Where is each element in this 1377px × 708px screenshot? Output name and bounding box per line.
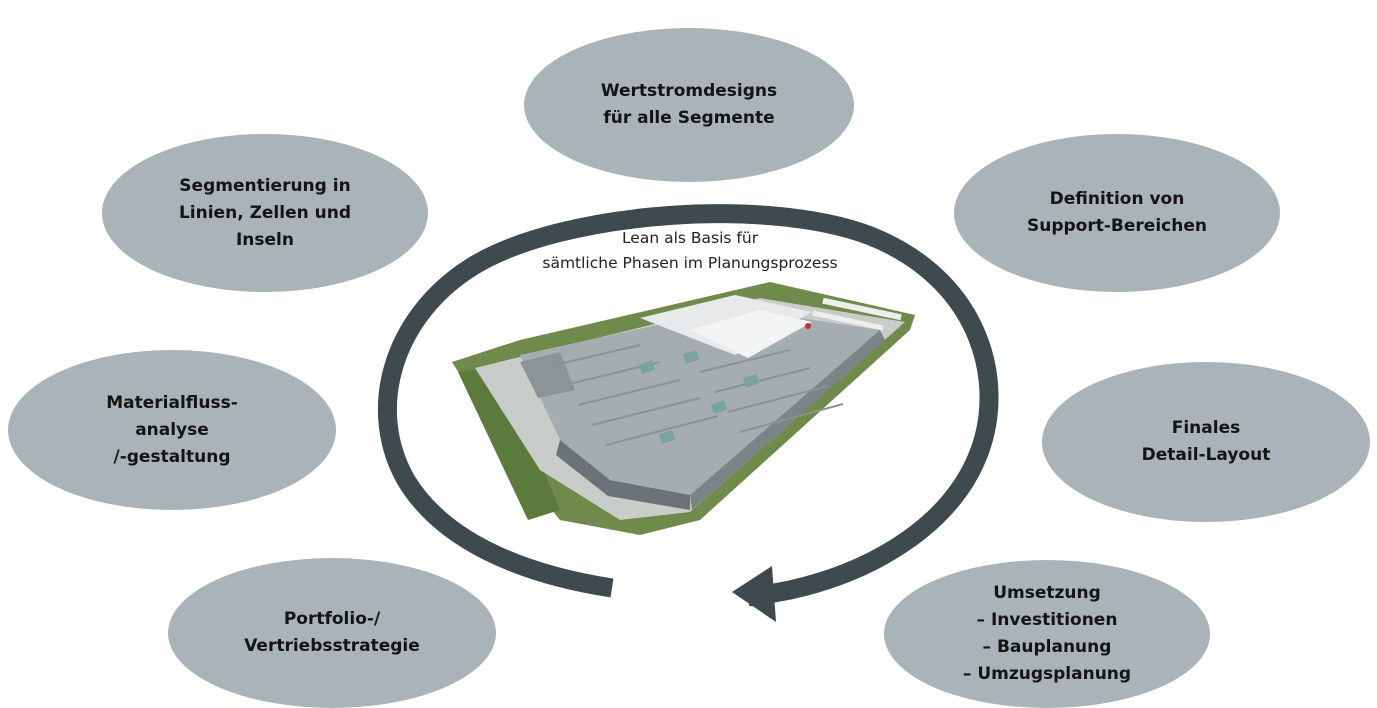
phase-detail-layout: Finales Detail-Layout xyxy=(1042,362,1370,522)
phase-wertstromdesigns: Wertstromdesigns für alle Segmente xyxy=(524,28,854,182)
phase-label: Segmentierung in Linien, Zellen und Inse… xyxy=(178,175,352,250)
phase-label: Portfolio-/ Vertriebsstrategie xyxy=(244,609,420,656)
phase-label: Wertstromdesigns für alle Segmente xyxy=(600,81,778,128)
phase-materialfluss: Materialfluss- analyse /-gestaltung xyxy=(8,350,336,510)
phase-portfolio-strategie: Portfolio-/ Vertriebsstrategie xyxy=(168,558,496,708)
phase-label: Finales Detail-Layout xyxy=(1141,418,1271,465)
phase-label: Definition von Support-Bereichen xyxy=(1027,189,1207,236)
phase-support-bereiche: Definition von Support-Bereichen xyxy=(954,134,1280,292)
phase-umsetzung: Umsetzung – Investitionen – Bauplanung –… xyxy=(884,560,1210,708)
factory-aerial-image xyxy=(452,282,915,535)
phase-segmentierung: Segmentierung in Linien, Zellen und Inse… xyxy=(102,134,428,292)
center-caption: Lean als Basis für sämtliche Phasen im P… xyxy=(542,229,838,272)
arrow-head-icon xyxy=(732,566,776,622)
cycle-arrow xyxy=(377,204,999,622)
phase-label: Umsetzung – Investitionen – Bauplanung –… xyxy=(962,583,1132,684)
phase-label: Materialfluss- analyse /-gestaltung xyxy=(106,392,238,467)
